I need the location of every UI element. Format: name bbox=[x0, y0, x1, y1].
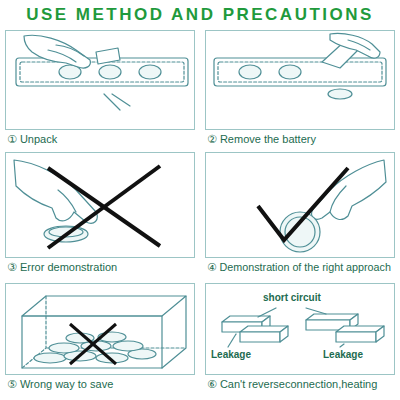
panel-frame bbox=[5, 152, 195, 258]
step-caption: ⑤ Wrong way to save bbox=[5, 378, 195, 391]
step-panel: ② Remove the battery bbox=[205, 30, 395, 146]
step-caption: ③ Error demonstration bbox=[5, 261, 195, 274]
step-panel: ③ Error demonstration bbox=[5, 152, 195, 274]
step-panel: ⑤ Wrong way to save bbox=[5, 283, 195, 391]
storage-illustration bbox=[22, 296, 186, 368]
step-caption: ⑥ Can't reverseconnection,heating bbox=[205, 378, 395, 391]
diagram-title: USE METHOD AND PRECAUTIONS bbox=[0, 5, 400, 25]
panel-frame bbox=[5, 30, 195, 130]
part-label: Leakage bbox=[322, 349, 364, 360]
short-circuit-illustration bbox=[222, 308, 384, 347]
step-panel: ① Unpack bbox=[5, 30, 195, 146]
part-label: Leakage bbox=[210, 349, 252, 360]
right-illustration bbox=[258, 160, 386, 252]
error-illustration bbox=[14, 160, 160, 248]
panel-frame bbox=[205, 152, 395, 258]
step-caption: ① Unpack bbox=[5, 133, 195, 146]
unpack-illustration bbox=[16, 35, 188, 110]
panel-frame bbox=[5, 283, 195, 375]
panel-frame bbox=[205, 30, 395, 130]
step-caption: ④ Demonstration of the right approach bbox=[205, 261, 395, 274]
remove-illustration bbox=[214, 33, 386, 99]
step-panel: ④ Demonstration of the right approach bbox=[205, 152, 395, 274]
part-label: short circuit bbox=[262, 292, 322, 303]
step-caption: ② Remove the battery bbox=[205, 133, 395, 146]
